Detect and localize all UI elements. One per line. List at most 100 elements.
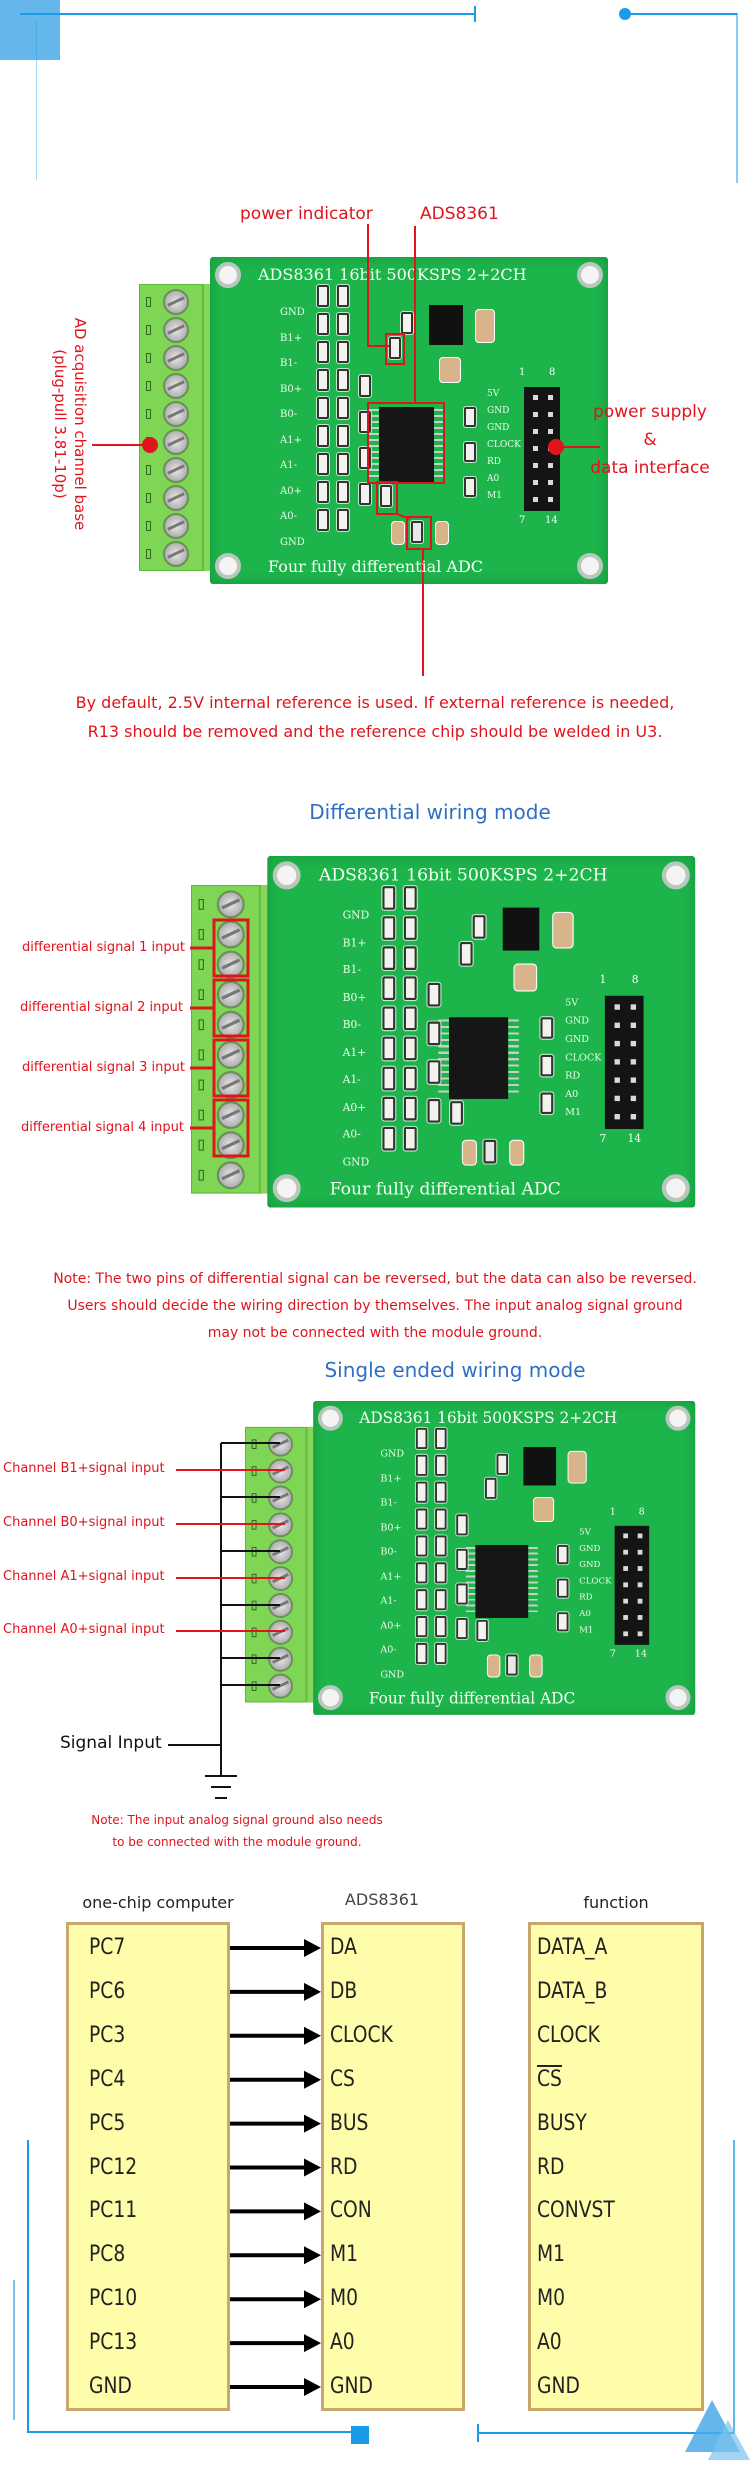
terminal-slot — [251, 1654, 257, 1665]
smd-component — [336, 368, 350, 392]
mcu-pin-6: PC11 — [89, 2198, 138, 2224]
terminal-slot — [146, 297, 151, 307]
resistor-r6 — [556, 1544, 570, 1566]
terminal-screw — [163, 289, 189, 315]
smd-component — [316, 452, 330, 476]
smd-component — [316, 340, 330, 364]
terminal-slot — [146, 409, 151, 419]
smd-component — [381, 1005, 397, 1032]
terminal-slot — [198, 1049, 204, 1061]
smd-component — [414, 1561, 429, 1585]
header-number-7: 7 — [599, 1133, 607, 1146]
pin-header-2x7[interactable] — [604, 995, 644, 1130]
terminal-pin-label: B0- — [380, 1546, 397, 1558]
capacitor — [529, 1654, 543, 1678]
header-number-7: 7 — [519, 515, 526, 526]
terminal-pin-label: GND — [380, 1449, 405, 1460]
ads8361-chip — [449, 1017, 509, 1099]
header-pin — [548, 463, 553, 468]
terminal-screw — [163, 513, 189, 539]
header-pin — [630, 1114, 637, 1120]
header-pin-label: A0 — [565, 1089, 579, 1101]
pin-header-2x7[interactable] — [524, 387, 560, 511]
arrow-head-icon — [304, 2202, 321, 2221]
terminal-screw — [268, 1646, 293, 1672]
chip-pins — [438, 1019, 449, 1097]
u3-footprint — [482, 1138, 498, 1165]
frame-line — [36, 20, 37, 180]
terminal-screw — [163, 317, 189, 343]
smd-component — [381, 885, 397, 911]
terminal-slot — [251, 1627, 257, 1638]
smd-component — [402, 975, 418, 1002]
header-pin-label: GND — [579, 1560, 601, 1570]
mounting-hole — [577, 262, 603, 288]
terminal-screw — [163, 485, 189, 511]
terminal-pin-label: A0+ — [380, 1620, 402, 1631]
header-number-8: 8 — [631, 974, 639, 987]
reference-note-line: By default, 2.5V internal reference is u… — [75, 693, 675, 712]
terminal-screw — [216, 890, 245, 919]
terminal-pin-label: A0+ — [342, 1101, 367, 1114]
smd-capacitor — [358, 410, 372, 434]
terminal-screw — [216, 1161, 245, 1190]
channel-b1-label: Channel B1+signal input — [3, 1461, 165, 1476]
header-pin — [533, 395, 538, 400]
power-supply-text: power supply — [593, 402, 707, 422]
terminal-screw — [216, 950, 245, 979]
header-number-8: 8 — [549, 367, 556, 378]
chip-pin-3: CS — [330, 2066, 355, 2092]
pin-header-2x7[interactable] — [614, 1525, 650, 1645]
smd-capacitor — [358, 446, 372, 470]
terminal-base-label: AD acquisition channel base (plug-pull 3… — [50, 264, 90, 584]
function-header: function — [583, 1893, 649, 1912]
single-note-line: to be connected with the module ground. — [112, 1835, 362, 1849]
header-pin-label: CLOCK — [579, 1576, 612, 1587]
smd-component — [381, 915, 397, 941]
board-footer-silkscreen: Four fully differential ADC — [368, 1689, 576, 1708]
smd-component — [316, 396, 330, 420]
smd-capacitor — [426, 1097, 442, 1124]
mounting-hole — [661, 861, 690, 890]
resistor-r13 — [475, 1618, 489, 1642]
header-pin-label: CLOCK — [565, 1052, 602, 1064]
header-pin — [614, 1022, 620, 1028]
capacitor-c2 — [439, 357, 461, 383]
capacitor-c2 — [533, 1497, 555, 1522]
frame-line — [27, 2431, 357, 2433]
header-pin — [630, 1004, 637, 1010]
capacitor-c1 — [567, 1450, 587, 1484]
smd-component — [434, 1480, 448, 1504]
terminal-slot — [251, 1546, 257, 1557]
terminal-pin-label: A1- — [342, 1074, 361, 1087]
header-pin — [614, 1077, 620, 1083]
capacitor — [435, 521, 449, 545]
power-supply-label: power supply & data interface — [590, 398, 710, 482]
smd-component — [414, 1615, 429, 1639]
differential-note-line: Note: The two pins of differential signa… — [53, 1271, 697, 1287]
header-pin — [614, 1004, 620, 1010]
corner-square-decoration — [0, 0, 60, 60]
header-pin — [637, 1598, 643, 1604]
resistor-r13 — [449, 1100, 465, 1126]
header-pin — [548, 395, 553, 400]
terminal-screw — [268, 1431, 293, 1457]
arrow-head-icon — [304, 2290, 321, 2309]
chip-pin-6: CON — [330, 2198, 372, 2224]
smd-capacitor — [358, 482, 372, 506]
chip-pins — [528, 1546, 538, 1617]
header-pin-label: GND — [487, 423, 510, 433]
header-pin-label: RD — [487, 457, 501, 467]
arrow-head-icon — [304, 2158, 321, 2177]
arrow-head-icon — [304, 2334, 321, 2353]
smd-component — [414, 1641, 429, 1666]
smd-component — [414, 1426, 429, 1450]
single-ended-note: Note: The input analog signal ground als… — [37, 1809, 437, 1853]
arrow-head-icon — [304, 2378, 321, 2396]
chip-header: ADS8361 — [344, 1890, 420, 1909]
function-pin-3: CS — [537, 2066, 562, 2092]
mounting-hole — [215, 553, 241, 579]
header-number-1: 1 — [609, 1506, 616, 1518]
